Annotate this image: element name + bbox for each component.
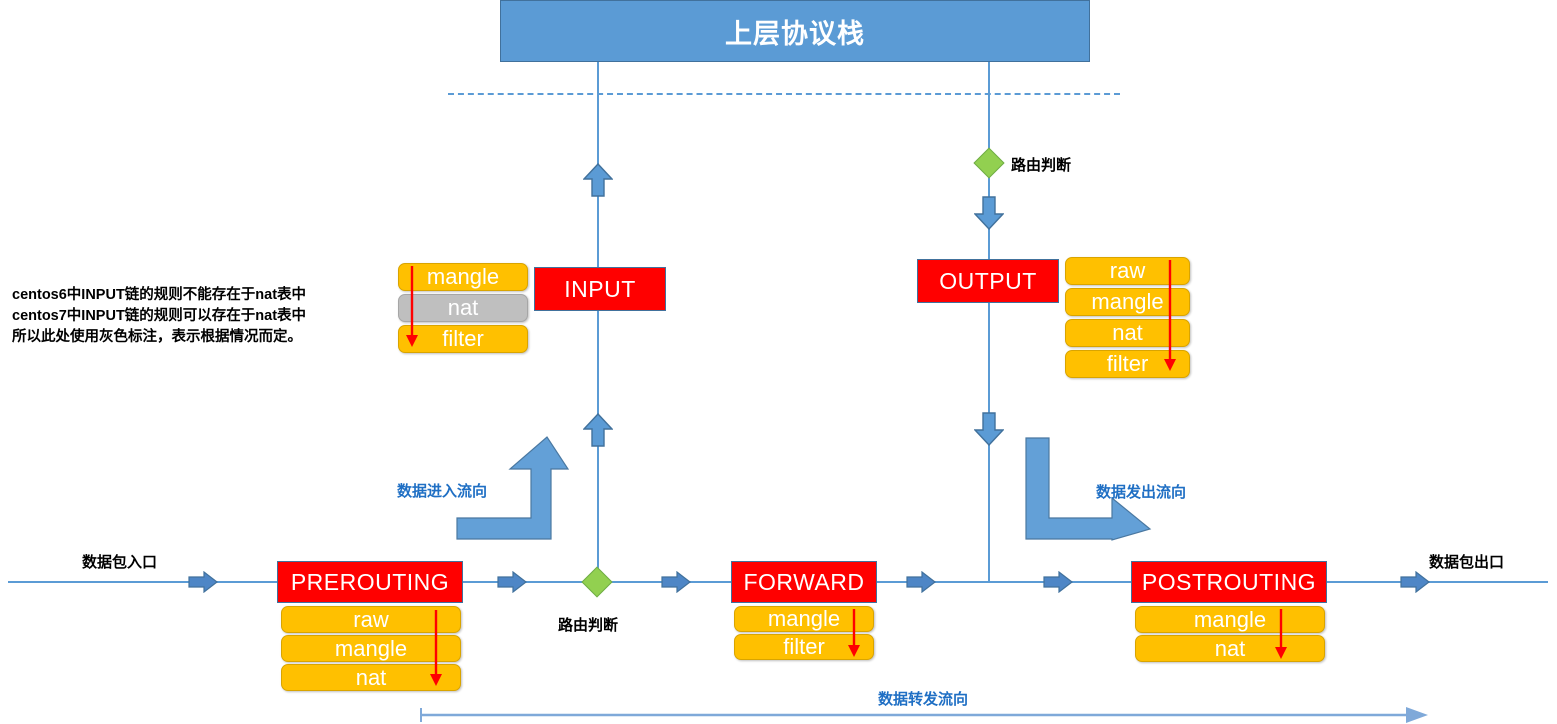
centos-note-line-2: centos7中INPUT链的规则可以存在于nat表中 [12, 308, 307, 324]
chain-postrouting[interactable]: POSTROUTING [1131, 561, 1327, 603]
flow-forward-label: 数据转发流向 [878, 691, 969, 708]
egress-label: 数据包出口 [1429, 554, 1505, 571]
table-output-raw-label: raw [1109, 258, 1146, 283]
table-prerouting-mangle[interactable]: mangle [281, 635, 461, 662]
ingress-label: 数据包入口 [82, 554, 158, 571]
output-flow-arrow-lower [974, 412, 1004, 446]
table-prerouting-raw[interactable]: raw [281, 606, 461, 633]
input-flow-arrow-lower [583, 413, 613, 447]
rail-chevron-to-postrouting [1043, 571, 1073, 593]
flow-arrow-forward-line [421, 707, 1428, 723]
table-order-arrow-prerouting [430, 610, 442, 686]
flow-outbound-label: 数据发出流向 [1096, 484, 1187, 501]
chain-postrouting-label: POSTROUTING [1141, 568, 1317, 595]
kernel-userspace-dashed-separator [448, 93, 1120, 95]
rail-chevron-forward-out [906, 571, 936, 593]
table-postrouting-mangle[interactable]: mangle [1135, 606, 1325, 633]
table-order-arrow-forward [848, 609, 860, 657]
table-postrouting-nat[interactable]: nat [1135, 635, 1325, 662]
table-postrouting-mangle-label: mangle [1193, 606, 1267, 632]
table-postrouting-nat-label: nat [1214, 635, 1246, 661]
chain-output[interactable]: OUTPUT [917, 259, 1059, 303]
routing-decision-bottom-diamond [581, 566, 613, 598]
routing-decision-bottom-label: 路由判断 [558, 617, 619, 634]
table-order-arrow-postrouting [1275, 609, 1287, 659]
chain-forward[interactable]: FORWARD [731, 561, 877, 603]
flow-arrow-inbound [456, 436, 570, 540]
table-input-nat[interactable]: nat [398, 294, 528, 322]
chain-prerouting-label: PREROUTING [290, 568, 450, 595]
table-forward-filter-label: filter [783, 634, 825, 659]
chain-input-label: INPUT [564, 275, 636, 302]
table-output-nat-label: nat [1112, 320, 1143, 345]
table-prerouting-nat[interactable]: nat [281, 664, 461, 691]
upper-protocol-stack-box: 上层协议栈 [500, 0, 1090, 62]
table-input-nat-label: nat [447, 295, 479, 320]
centos-note: centos6中INPUT链的规则不能存在于nat表中 centos7中INPU… [12, 285, 306, 348]
table-forward-mangle[interactable]: mangle [734, 606, 874, 632]
input-flow-arrow-upper [583, 163, 613, 197]
table-forward-mangle-label: mangle [767, 606, 841, 631]
chain-output-label: OUTPUT [939, 267, 1037, 294]
upper-protocol-stack-label: 上层协议栈 [725, 18, 865, 49]
table-output-filter-label: filter [1106, 351, 1149, 376]
centos-note-line-1: centos6中INPUT链的规则不能存在于nat表中 [12, 287, 307, 303]
input-column-line [597, 62, 599, 582]
output-flow-arrow-upper [974, 196, 1004, 230]
flow-arrow-outbound [1025, 437, 1152, 541]
table-prerouting-nat-label: nat [355, 664, 387, 690]
table-forward-filter[interactable]: filter [734, 634, 874, 660]
chain-forward-label: FORWARD [743, 568, 865, 595]
chain-input[interactable]: INPUT [534, 267, 666, 311]
table-input-mangle[interactable]: mangle [398, 263, 528, 291]
table-input-filter-label: filter [442, 326, 484, 351]
routing-decision-top-diamond [973, 147, 1005, 179]
rail-chevron-egress [1400, 571, 1430, 593]
table-output-mangle-label: mangle [1091, 289, 1164, 314]
rail-chevron-ingress [188, 571, 218, 593]
table-input-filter[interactable]: filter [398, 325, 528, 353]
centos-note-line-3: 所以此处使用灰色标注，表示根据情况而定。 [12, 329, 302, 345]
table-input-mangle-label: mangle [426, 264, 500, 289]
rail-chevron-routing-to-forward [661, 571, 691, 593]
table-prerouting-raw-label: raw [353, 606, 389, 632]
chain-prerouting[interactable]: PREROUTING [277, 561, 463, 603]
routing-decision-top-label: 路由判断 [1011, 157, 1072, 174]
flow-inbound-label: 数据进入流向 [397, 483, 488, 500]
table-prerouting-mangle-label: mangle [334, 635, 408, 661]
output-column-line [988, 62, 990, 582]
rail-chevron-prerouting-to-routing [497, 571, 527, 593]
table-order-arrow-output [1164, 260, 1176, 371]
table-order-arrow-input [406, 266, 418, 347]
